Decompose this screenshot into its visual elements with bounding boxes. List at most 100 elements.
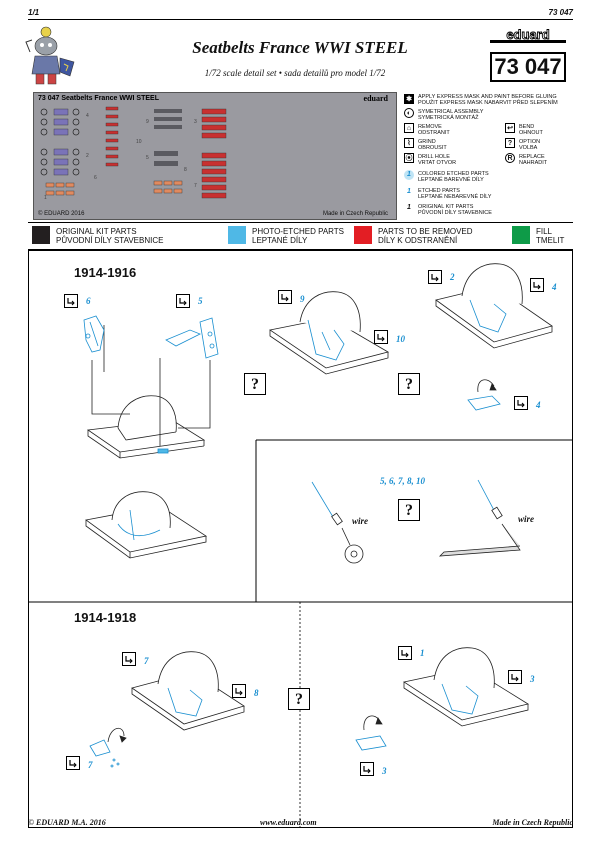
svg-text:4: 4	[86, 113, 89, 119]
bend-icon: ↩	[505, 123, 515, 133]
replace-icon: R	[505, 153, 515, 163]
bend-icon	[232, 684, 246, 698]
option-box: ?	[398, 499, 420, 521]
svg-text:3: 3	[194, 119, 197, 125]
belt-step-7b	[89, 728, 127, 768]
footer-website[interactable]: www.eduard.com	[260, 818, 317, 827]
colorkey-remove: PARTS TO BE REMOVED DÍLY K ODSTRANĚNÍ	[378, 227, 473, 245]
svg-text:7: 7	[194, 183, 197, 189]
footer-copyright: © EDUARD M.A. 2016	[28, 818, 106, 827]
legend-colored-parts: COLORED ETCHED PARTS LEPTANÉ BAREVNÉ DÍL…	[418, 171, 489, 183]
legend-drill: DRILL HOLE VRTAT OTVOR	[418, 154, 457, 166]
bend-icon	[64, 294, 78, 308]
step-number-1: 1	[420, 648, 425, 658]
fret-made-in: Made in Czech Republic	[322, 211, 388, 217]
belt-step-4	[467, 379, 501, 411]
step-number-4a: 4	[552, 282, 557, 292]
legend-express-mask: APPLY EXPRESS MASK AND PAINT BEFORE GLUI…	[418, 94, 558, 106]
legend-etched-parts: ETCHED PARTS LEPTANÉ NEBAREVNÉ DÍLY	[418, 188, 492, 200]
mascot-logo	[25, 26, 75, 85]
bend-icon	[428, 270, 442, 284]
kit-number-top: 73 047	[548, 8, 573, 17]
option-box: ?	[244, 373, 266, 395]
bend-icon	[398, 646, 412, 660]
symmetrical-icon: ◐	[404, 108, 414, 118]
belt-part-6	[83, 315, 105, 353]
legend-kit-parts: ORIGINAL KIT PARTS PŮVODNÍ DÍLY STAVEBNI…	[418, 204, 492, 216]
step-number-6: 6	[86, 296, 91, 306]
swatch-fill	[512, 226, 530, 244]
swatch-photo-etched	[228, 226, 246, 244]
bend-icon	[514, 396, 528, 410]
svg-text:2: 2	[86, 153, 89, 159]
symbol-legend: ✱ APPLY EXPRESS MASK AND PAINT BEFORE GL…	[402, 92, 574, 218]
wire-label-left: wire	[352, 516, 369, 526]
bend-icon	[122, 652, 136, 666]
bend-icon	[530, 278, 544, 292]
swatch-remove	[354, 226, 372, 244]
legend-replace: REPLACE NAHRADIT	[519, 154, 548, 166]
eduard-logo: eduard	[490, 28, 566, 43]
fret-label: 73 047 Seatbelts France WWI STEEL	[38, 95, 159, 102]
page-title: Seatbelts France WWI STEEL	[192, 38, 408, 57]
kit-parts-icon: 1	[407, 204, 411, 211]
option-box: ?	[288, 688, 310, 710]
step-number-5: 5	[198, 296, 203, 306]
step-number-2: 2	[450, 272, 455, 282]
photo-etched-fret: 73 047 Seatbelts France WWI STEEL eduard	[33, 92, 397, 220]
seat-step-7	[131, 651, 245, 731]
legend-option: OPTION VOLBA	[519, 139, 541, 151]
colorkey-kit-parts: ORIGINAL KIT PARTS PŮVODNÍ DÍLY STAVEBNI…	[56, 227, 164, 245]
seat-step-1	[402, 647, 530, 727]
bend-icon	[66, 756, 80, 770]
wire-diagram-left	[311, 481, 364, 564]
legend-remove: REMOVE ODSTRANIT	[418, 124, 450, 136]
legend-symmetrical: SYMETRICAL ASSEMBLY SYMETRICKÁ MONTÁŽ	[418, 109, 484, 121]
wire-label-right: wire	[518, 514, 535, 524]
colorkey-fill: FILL TMELIT	[536, 227, 565, 245]
belt-part-5	[165, 317, 219, 359]
svg-text:1: 1	[44, 195, 47, 201]
svg-text:6: 6	[94, 175, 97, 181]
svg-text:9: 9	[146, 119, 149, 125]
section-title-1914-1916: 1914-1916	[74, 265, 137, 280]
step-number-8: 8	[254, 688, 259, 698]
option-box: ?	[398, 373, 420, 395]
wire-diagram-right	[438, 479, 521, 557]
color-key-bar: ORIGINAL KIT PARTS PŮVODNÍ DÍLY STAVEBNI…	[28, 222, 573, 250]
colored-parts-icon: 1	[404, 170, 414, 180]
step-number-4b: 4	[536, 400, 541, 410]
footer-made-in: Made in Czech Republic	[492, 818, 573, 827]
bend-icon	[360, 762, 374, 776]
belt-step-3	[355, 715, 387, 751]
section-title-1914-1918: 1914-1918	[74, 610, 137, 625]
bend-icon	[374, 330, 388, 344]
swatch-kit-parts	[32, 226, 50, 244]
seat-exploded	[86, 325, 211, 459]
step-number-9: 9	[300, 294, 305, 304]
etched-parts-icon: 1	[407, 188, 411, 195]
express-mask-icon: ✱	[404, 94, 414, 104]
legend-grind: GRIND OBROUSIT	[418, 139, 447, 151]
brand-text: eduard	[506, 28, 549, 42]
instruction-frame	[28, 250, 573, 828]
step-number-10: 10	[396, 334, 405, 344]
step-number-3a: 3	[530, 674, 535, 684]
svg-text:10: 10	[136, 139, 142, 145]
grind-icon: ⌇	[404, 138, 414, 148]
svg-text:8: 8	[184, 167, 187, 173]
fret-copyright: © EDUARD 2016	[38, 211, 85, 217]
legend-bend: BEND OHNOUT	[519, 124, 543, 136]
option-icon: ?	[505, 138, 515, 148]
page-subtitle: 1/72 scale detail set • sada detailů pro…	[204, 68, 386, 78]
colorkey-photo-etched: PHOTO-ETCHED PARTS LEPTANÉ DÍLY	[252, 227, 345, 245]
header-rule	[28, 19, 573, 20]
step-number-3b: 3	[382, 766, 387, 776]
step-number-7b: 7	[88, 760, 93, 770]
remove-icon: ⌂	[404, 123, 414, 133]
bend-icon	[278, 290, 292, 304]
step-number-7a: 7	[144, 656, 149, 666]
wire-parts-list: 5, 6, 7, 8, 10	[380, 476, 425, 486]
